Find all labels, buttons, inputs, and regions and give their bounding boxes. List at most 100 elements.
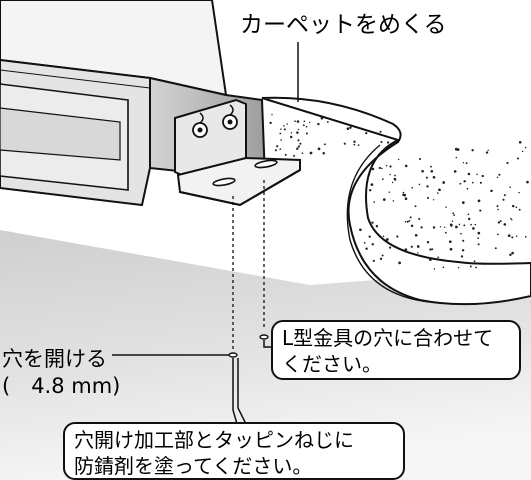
carpet-dot — [449, 223, 453, 227]
carpet-texture-dots — [269, 113, 529, 270]
carpet-dot — [451, 220, 454, 223]
carpet-dot — [373, 201, 376, 203]
carpet-dot — [322, 152, 325, 155]
carpet-dot — [283, 128, 286, 131]
carpet-dot — [496, 205, 499, 208]
carpet-dot — [269, 121, 272, 125]
carpet-dot — [471, 149, 474, 152]
carpet-dot — [396, 235, 399, 238]
carpet-dot — [455, 225, 458, 229]
carpet-dot — [352, 124, 355, 128]
carpet-dot — [425, 176, 428, 179]
carpet-dot — [511, 251, 514, 255]
carpet-dot — [474, 223, 477, 226]
carpet-dot — [470, 223, 472, 226]
bracket-callout-leader — [263, 340, 271, 348]
carpet-dot — [279, 148, 282, 150]
drill-hole-label: 穴を開ける — [2, 347, 107, 371]
carpet-dot — [467, 213, 470, 216]
carpet-dot — [375, 224, 379, 228]
carpet-dot — [518, 208, 521, 211]
carpet-dot — [430, 170, 434, 173]
carpet-dot — [496, 176, 499, 179]
unit-edge-line — [0, 69, 151, 89]
carpet-dot — [489, 262, 493, 265]
drill-hole-mark — [259, 334, 269, 340]
carpet-dot — [320, 116, 324, 120]
rustproof-callout-leader — [232, 358, 238, 425]
carpet-dot — [436, 192, 439, 194]
carpet-dot — [371, 167, 375, 171]
carpet-dot — [297, 139, 300, 142]
carpet-dot — [497, 233, 499, 236]
carpet-dot — [471, 181, 474, 184]
carpet-dot — [418, 183, 421, 186]
carpet-dot — [343, 142, 346, 145]
carpet-dot — [416, 245, 420, 248]
carpet-dot — [381, 254, 384, 257]
carpet-dot — [462, 161, 465, 164]
carpet-dot — [368, 235, 371, 238]
carpet-dot — [432, 226, 436, 229]
carpet-dot — [404, 164, 408, 168]
carpet-dot — [406, 220, 409, 223]
carpet-dot — [472, 227, 475, 230]
carpet-dot — [359, 228, 362, 232]
carpet-dot — [294, 120, 296, 123]
carpet-dot — [515, 206, 518, 208]
carpet-dot — [476, 173, 478, 175]
carpet-dot — [420, 226, 423, 229]
carpet-dot — [379, 130, 382, 133]
carpet-dot — [372, 259, 375, 262]
carpet-dot — [296, 147, 299, 150]
carpet-dot — [317, 122, 320, 126]
carpet-dot — [481, 174, 484, 178]
carpet-dot — [477, 199, 481, 203]
carpet-dot — [444, 231, 447, 234]
carpet-dot — [469, 265, 472, 268]
carpet-dot — [410, 245, 413, 248]
carpet-dot — [515, 235, 518, 237]
carpet-dot — [461, 249, 465, 252]
carpet-dot — [317, 147, 321, 151]
rustproof-callout: 穴開け加工部とタッピンねじに 防錆剤を塗ってください。 — [63, 422, 405, 480]
carpet-dot — [465, 162, 468, 165]
carpet-dot — [289, 135, 293, 139]
carpet-dot — [497, 208, 499, 211]
carpet-dot — [467, 172, 471, 176]
carpet-dot — [297, 145, 301, 148]
carpet-dot — [426, 241, 430, 244]
carpet-dot — [357, 144, 360, 146]
carpet-dot — [439, 226, 442, 228]
carpet-dot — [510, 217, 512, 220]
carpet-dot — [365, 247, 368, 250]
carpet-dot — [381, 167, 383, 170]
carpet-dot — [365, 131, 368, 135]
carpet-dot — [479, 181, 482, 184]
carpet-dot — [397, 158, 400, 161]
carpet-dot — [467, 217, 471, 221]
rustproof-callout-leader — [237, 358, 247, 425]
carpet-dot — [380, 140, 383, 143]
carpet-dot — [455, 156, 458, 159]
carpet-dot — [382, 198, 386, 201]
carpet-dot — [418, 157, 422, 161]
carpet-dot — [305, 125, 308, 128]
carpet-dot — [389, 165, 392, 168]
carpet-dot — [479, 209, 482, 212]
drill-hole-mark — [228, 352, 238, 358]
carpet-dot — [280, 139, 282, 141]
carpet-dot — [526, 180, 529, 184]
carpet-dot — [411, 186, 414, 189]
carpet-dot — [349, 126, 352, 129]
carpet-dot — [286, 123, 288, 125]
bracket-screw — [222, 104, 238, 130]
carpet-dot — [274, 149, 277, 152]
carpet-dot — [457, 266, 460, 269]
carpet-dot — [388, 191, 391, 193]
carpet-dot — [463, 180, 466, 183]
carpet-dot — [459, 182, 462, 185]
carpet-dot — [524, 146, 527, 149]
